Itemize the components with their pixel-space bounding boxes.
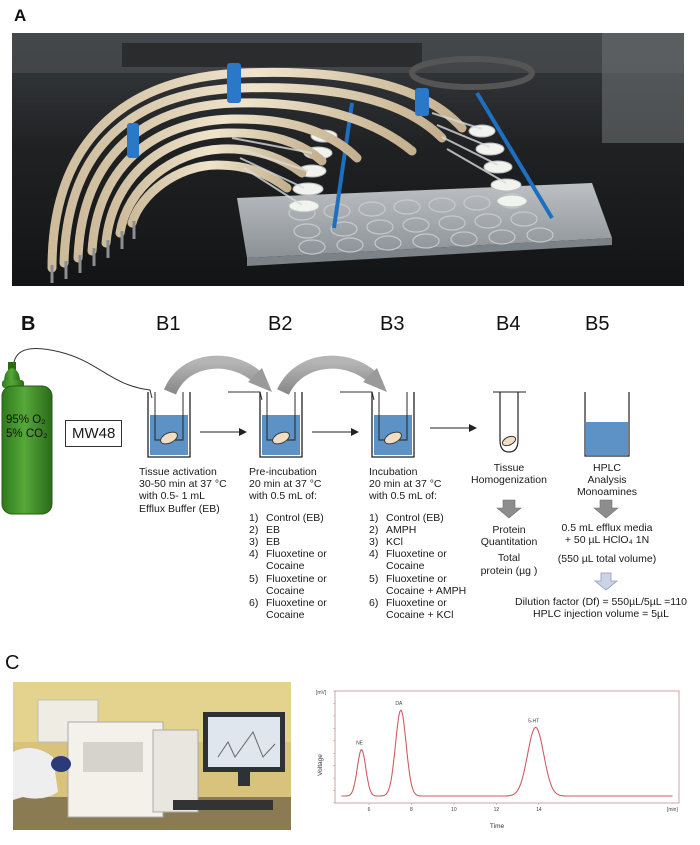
step-b1-label: B1 bbox=[156, 313, 181, 335]
dilution-factor: Dilution factor (Df) = 550µL/5µL =110 bbox=[514, 596, 688, 608]
panel-c-photo bbox=[13, 682, 291, 830]
dilution-note: Dilution factor (Df) = 550µL/5µL =110 HP… bbox=[506, 596, 696, 620]
chromatogram-svg: [mV] [min] Voltage Time 6 8 10 12 14 NE DA 5-HT bbox=[316, 690, 680, 830]
b2-treatment-list: 1)Control (EB) 2)EB 3)EB 4)Fluoxetine or… bbox=[249, 512, 364, 622]
panel-a-label: A bbox=[14, 6, 27, 25]
chromatogram-trace bbox=[341, 709, 673, 797]
list-item: 1)Control (EB) bbox=[369, 511, 444, 524]
x-tick-label: 12 bbox=[494, 807, 500, 813]
b2-description: Pre-incubation 20 min at 37 °C with 0.5 … bbox=[249, 466, 364, 621]
well-b2 bbox=[228, 391, 303, 458]
list-item: 3)KCl bbox=[369, 536, 403, 549]
b2-desc-line: 20 min at 37 °C bbox=[249, 478, 322, 491]
b4-result-line: Total bbox=[497, 552, 521, 565]
b5-desc-line: HPLC bbox=[592, 462, 621, 474]
b3-treatment-list: 1)Control (EB) 2)AMPH 3)KCl 4)Fluoxetine… bbox=[369, 512, 484, 622]
b5-result: 0.5 mL efflux media + 50 µL HClO₄ 1N (55… bbox=[548, 522, 666, 566]
b4-result-line: protein (µg ) bbox=[480, 564, 538, 577]
gas-composition: 95% O₂ 5% CO₂ bbox=[6, 413, 48, 441]
list-item: 2)AMPH bbox=[369, 523, 417, 536]
list-item: 1)Control (EB) bbox=[249, 511, 324, 524]
list-item: 3)EB bbox=[249, 536, 281, 549]
gas-o2: 95% O₂ bbox=[6, 414, 46, 426]
b4-desc-line: Tissue bbox=[493, 462, 525, 474]
b4-desc-line: Homogenization bbox=[471, 474, 547, 487]
b5-result-line: + 50 µL HClO₄ 1N bbox=[564, 534, 650, 547]
b4-result-line: Quantitation bbox=[480, 536, 538, 549]
b1-desc-line: Tissue activation bbox=[139, 466, 217, 478]
x-tick-label: 10 bbox=[451, 807, 457, 813]
b2-desc-line: Pre-incubation bbox=[249, 466, 317, 478]
b4-result: Protein Quantitation Total protein (µg ) bbox=[466, 524, 552, 577]
b5-result-line: 0.5 mL efflux media bbox=[561, 522, 653, 534]
b3-desc-line: 20 min at 37 °C bbox=[369, 478, 442, 491]
b1-desc-line: with 0.5- 1 mL bbox=[139, 490, 205, 503]
b2-desc-line: with 0.5 mL of: bbox=[249, 490, 317, 503]
step-b5-label: B5 bbox=[585, 313, 610, 335]
y-axis-label: Voltage bbox=[317, 754, 324, 776]
mw48-label: MW48 bbox=[65, 420, 123, 447]
x-unit: [min] bbox=[667, 807, 678, 813]
x-tick-label: 6 bbox=[368, 807, 371, 813]
panel-a-photo bbox=[12, 33, 684, 286]
x-axis-label: Time bbox=[490, 823, 505, 830]
b3-description: Incubation 20 min at 37 °C with 0.5 mL o… bbox=[369, 466, 484, 621]
down-arrow-dilution bbox=[593, 572, 619, 591]
gas-cylinder-icon bbox=[1, 362, 53, 515]
list-item: 2)EB bbox=[249, 523, 281, 536]
gas-co2: 5% CO₂ bbox=[6, 428, 48, 440]
hplc-instrument-photo bbox=[13, 682, 291, 830]
down-arrow-b4 bbox=[496, 499, 522, 519]
b3-desc-line: with 0.5 mL of: bbox=[369, 490, 437, 503]
peak-label: DA bbox=[395, 701, 403, 707]
b5-desc-line: Analysis bbox=[587, 474, 627, 487]
well-b1 bbox=[147, 392, 191, 458]
b1-description: Tissue activation 30-50 min at 37 °C wit… bbox=[139, 466, 227, 515]
perfusion-chamber-photo bbox=[12, 33, 684, 286]
peak-label: NE bbox=[356, 741, 364, 747]
b1-desc-line: 30-50 min at 37 °C bbox=[139, 478, 227, 491]
plot-frame bbox=[334, 690, 680, 804]
well-b3 bbox=[340, 391, 415, 458]
x-tick-label: 8 bbox=[410, 807, 413, 813]
down-arrow-b5 bbox=[593, 499, 619, 519]
curved-arrow-b2-b3 bbox=[277, 355, 378, 396]
panel-b-label: B bbox=[21, 313, 36, 335]
step-b3-label: B3 bbox=[380, 313, 405, 335]
x-tick-label: 14 bbox=[536, 807, 542, 813]
b3-desc-line: Incubation bbox=[369, 466, 418, 478]
b5-total-volume: (550 µL total volume) bbox=[557, 553, 657, 566]
hplc-sample-vial bbox=[584, 392, 630, 457]
chromatogram-chart: [mV] [min] Voltage Time 6 8 10 12 14 NE DA 5-HT bbox=[315, 683, 687, 836]
b4-description: Tissue Homogenization bbox=[468, 462, 550, 486]
injection-volume: HPLC injection volume = 5µL bbox=[533, 608, 669, 621]
workflow-diagram bbox=[1, 347, 630, 591]
curved-arrow-b1-b2 bbox=[163, 355, 263, 395]
panel-c-label: C bbox=[5, 652, 20, 674]
b5-desc-line: Monoamines bbox=[576, 486, 638, 499]
b1-desc-line: Efflux Buffer (EB) bbox=[139, 502, 220, 515]
b4-result-line: Protein bbox=[492, 524, 526, 536]
peak-label: 5-HT bbox=[528, 718, 539, 724]
step-b2-label: B2 bbox=[268, 313, 293, 335]
b5-description: HPLC Analysis Monoamines bbox=[566, 462, 648, 499]
homogenization-tube bbox=[493, 391, 526, 453]
step-b4-label: B4 bbox=[496, 313, 521, 335]
y-unit: [mV] bbox=[316, 690, 327, 696]
